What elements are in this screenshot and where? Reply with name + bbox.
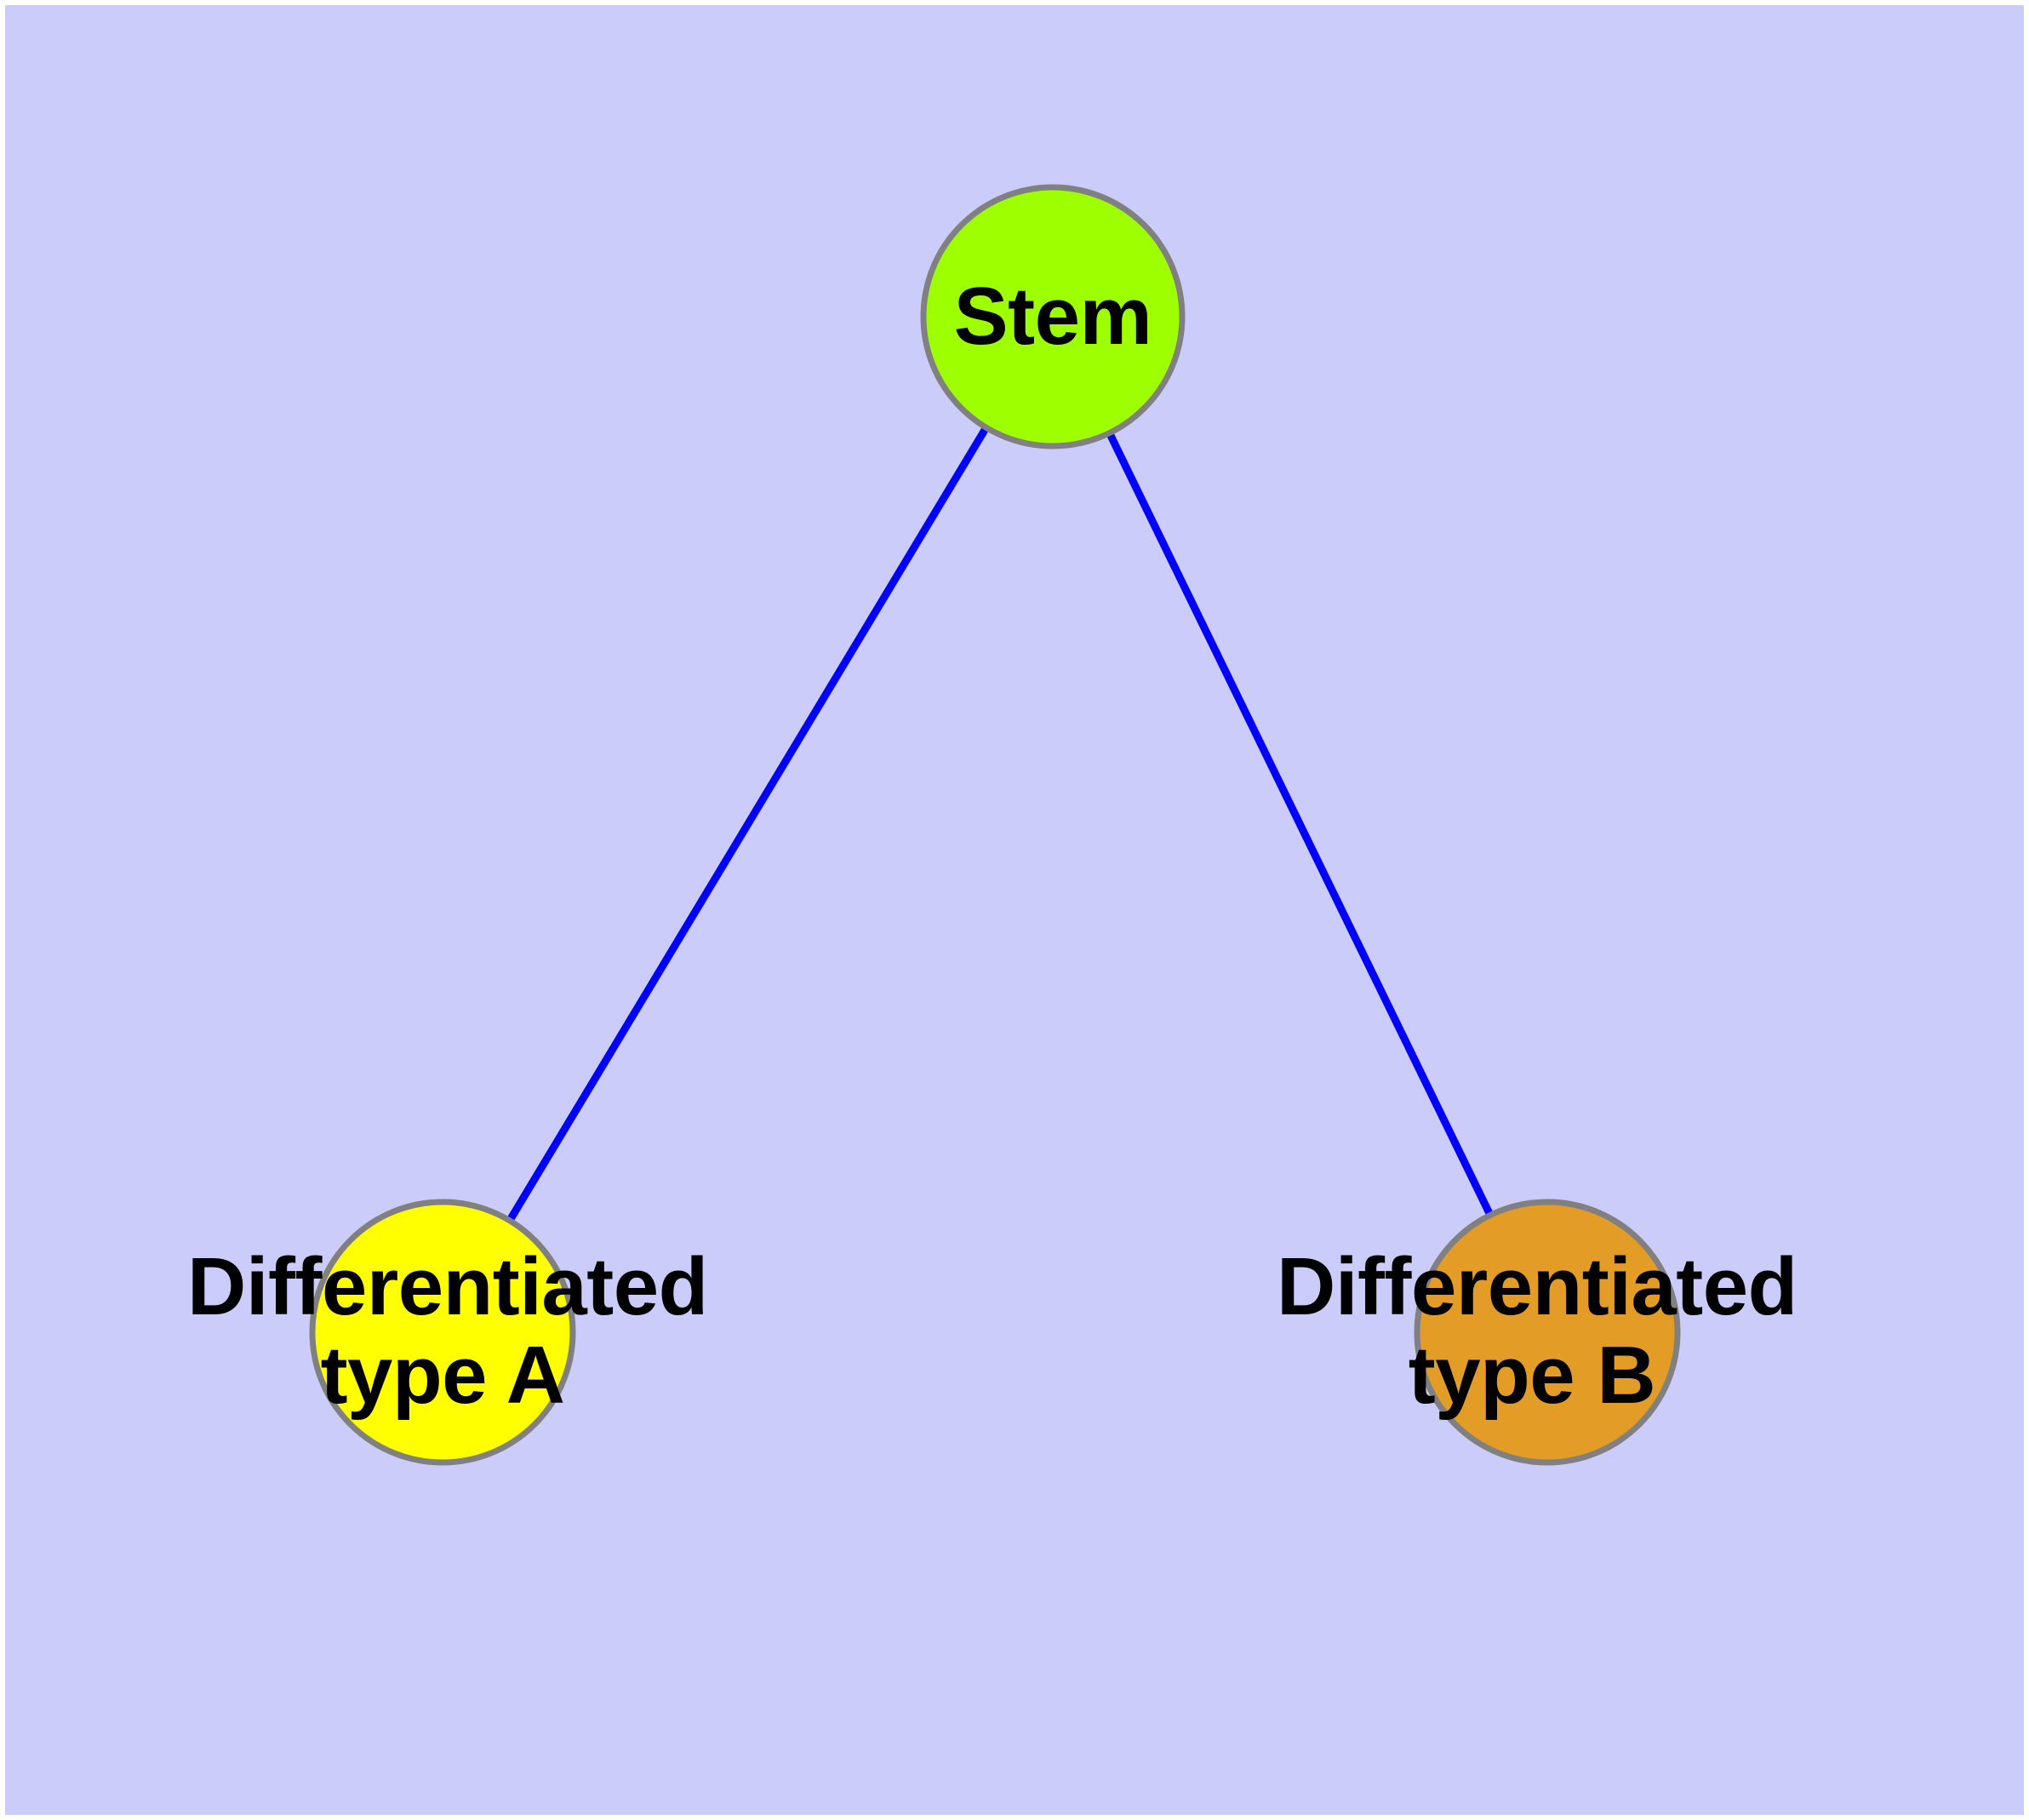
- node-stem[interactable]: [920, 184, 1186, 449]
- node-differentiated-type-a[interactable]: [309, 1199, 576, 1466]
- edge-stem-to-differentiated-type-b: [1049, 315, 1552, 1334]
- edge-stem-to-differentiated-type-a: [439, 314, 1056, 1335]
- edge-layer: [439, 314, 1552, 1335]
- node-differentiated-type-b[interactable]: [1414, 1199, 1681, 1466]
- node-layer: [309, 184, 1681, 1466]
